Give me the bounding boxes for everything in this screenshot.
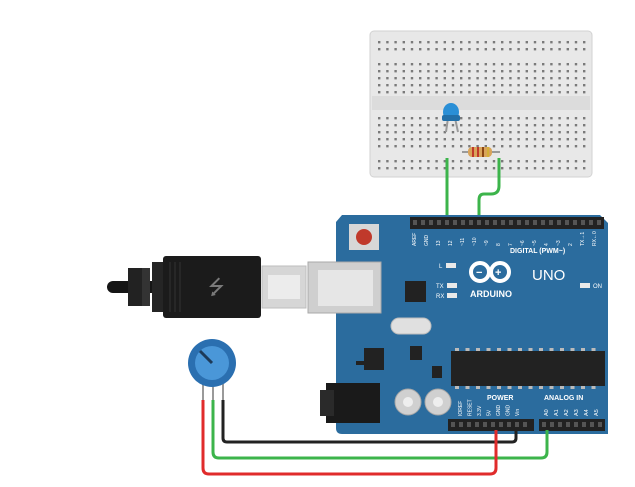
bottom-header-holes bbox=[451, 422, 602, 427]
analog-header bbox=[539, 419, 605, 431]
power-pin-label: 3.3V bbox=[477, 405, 483, 416]
small-chip-2 bbox=[432, 366, 442, 378]
digital-pin-label: ~11 bbox=[460, 238, 466, 246]
wire-pot-a0 bbox=[211, 400, 549, 460]
analog-pin-label: A2 bbox=[564, 409, 570, 416]
digital-pin-label: TX→1 bbox=[580, 232, 586, 246]
wire-pot-5v bbox=[201, 400, 498, 476]
microcontroller bbox=[451, 351, 605, 386]
digital-pin-label: 4 bbox=[544, 243, 550, 246]
small-chip bbox=[410, 346, 422, 360]
power-pin-label: GND bbox=[506, 405, 512, 417]
power-pin-label: IOREF bbox=[458, 401, 464, 416]
arduino-board[interactable]: − + ARDUINO UNO DIGITAL (PWM~) ON L TX R… bbox=[307, 215, 608, 434]
pin-labels: AREF GND 13 12 ~11 ~10 ~9 8 7 ~6 ~5 4 ~3 2 TX→1 RX←0IOR… bbox=[412, 231, 600, 416]
resistor[interactable] bbox=[462, 147, 500, 157]
digital-header bbox=[410, 217, 604, 229]
analog-pin-label: A5 bbox=[594, 409, 600, 416]
led-l-label: L bbox=[439, 264, 443, 270]
analog-pin-label: A3 bbox=[574, 409, 580, 416]
digital-pin-label: 2 bbox=[568, 243, 574, 246]
digital-pin-label: GND bbox=[424, 235, 430, 247]
digital-pin-label: 7 bbox=[508, 243, 514, 246]
digital-pin-label: ~5 bbox=[532, 240, 538, 246]
breadboard[interactable] bbox=[369, 30, 593, 178]
usb-cable[interactable]: ⭍ bbox=[107, 256, 307, 318]
potentiometer[interactable] bbox=[188, 339, 236, 400]
digital-pin-label: 13 bbox=[436, 240, 442, 246]
on-label: ON bbox=[593, 284, 602, 290]
digital-pin-label: ~6 bbox=[520, 240, 526, 246]
usb-icon: ⭍ bbox=[208, 275, 225, 299]
power-label: POWER bbox=[487, 395, 513, 402]
analog-pin-label: A0 bbox=[544, 409, 550, 416]
brand-label: ARDUINO bbox=[470, 289, 512, 299]
potentiometer-knob bbox=[198, 349, 214, 365]
wire-pot-gnd bbox=[221, 400, 518, 444]
regulator bbox=[364, 348, 384, 370]
usb-chip bbox=[405, 281, 426, 302]
crystal bbox=[390, 317, 432, 335]
model-label: UNO bbox=[532, 267, 565, 284]
power-pin-label: RESET bbox=[468, 399, 474, 416]
led-tx-label: TX bbox=[436, 284, 444, 290]
digital-header-holes bbox=[413, 220, 601, 225]
wire-resistor-pin9 bbox=[477, 158, 501, 228]
analog-pin-label: A1 bbox=[554, 409, 560, 416]
power-pin-label: 5V bbox=[487, 409, 493, 416]
led-rx-label: RX bbox=[436, 294, 444, 300]
digital-pin-label: 12 bbox=[448, 240, 454, 246]
power-pin-label: GND bbox=[496, 405, 502, 417]
svg-text:+: + bbox=[495, 267, 501, 279]
svg-text:−: − bbox=[476, 267, 482, 279]
digital-pin-label: RX←0 bbox=[592, 231, 598, 246]
reset-button[interactable] bbox=[349, 224, 379, 250]
breadboard-holes bbox=[378, 41, 586, 170]
power-jack[interactable] bbox=[326, 383, 380, 423]
led[interactable] bbox=[442, 103, 460, 133]
power-pin-label: Vin bbox=[515, 409, 521, 416]
analog-pin-label: A4 bbox=[584, 409, 590, 416]
digital-pin-label: ~9 bbox=[484, 240, 490, 246]
digital-pin-label: AREF bbox=[412, 233, 418, 246]
digital-label: DIGITAL (PWM~) bbox=[510, 248, 565, 255]
digital-pin-label: ~3 bbox=[556, 240, 562, 246]
analog-label: ANALOG IN bbox=[544, 395, 583, 402]
on-led bbox=[580, 283, 590, 288]
digital-pin-label: 8 bbox=[496, 243, 502, 246]
arduino-logo: − + bbox=[469, 261, 511, 283]
digital-pin-label: ~10 bbox=[472, 237, 478, 246]
microcontroller-pins bbox=[455, 348, 596, 389]
